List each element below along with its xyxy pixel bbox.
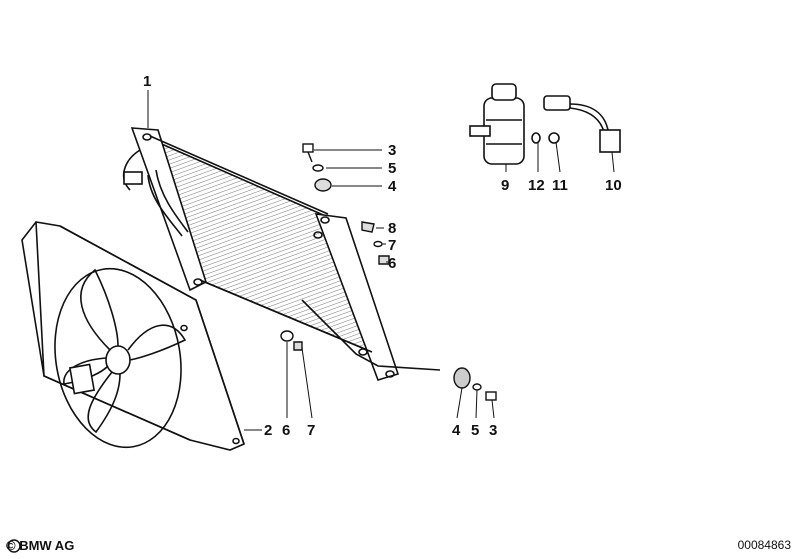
callout-12: 12 [528,177,545,194]
leader-lines [147,90,615,431]
copyright-label: © BMW AG [6,538,75,553]
callout-7-lower: 7 [307,422,316,439]
callout-7-upper: 7 [388,237,397,254]
callout-6-upper: 6 [388,255,397,272]
callout-11: 11 [552,177,568,194]
callout-2: 2 [264,422,273,439]
callout-3-lower: 3 [489,422,498,439]
callout-5-upper: 5 [388,160,397,177]
fasteners-upper [302,143,390,265]
callout-9: 9 [501,177,510,194]
pressure-switch [531,95,621,153]
bmw-logo-icon [7,539,21,553]
drawing-number: 00084863 [737,538,791,552]
callout-4-lower: 4 [452,422,461,439]
callout-1: 1 [143,73,152,90]
callout-4-upper: 4 [388,178,397,195]
callout-8: 8 [388,220,397,237]
receiver-drier [469,83,525,165]
callout-6-lower: 6 [282,422,291,439]
condenser [122,127,441,381]
callout-10: 10 [605,177,622,194]
callout-3-upper: 3 [388,142,397,159]
callout-5-lower: 5 [471,422,480,439]
fan-assembly [21,221,245,451]
